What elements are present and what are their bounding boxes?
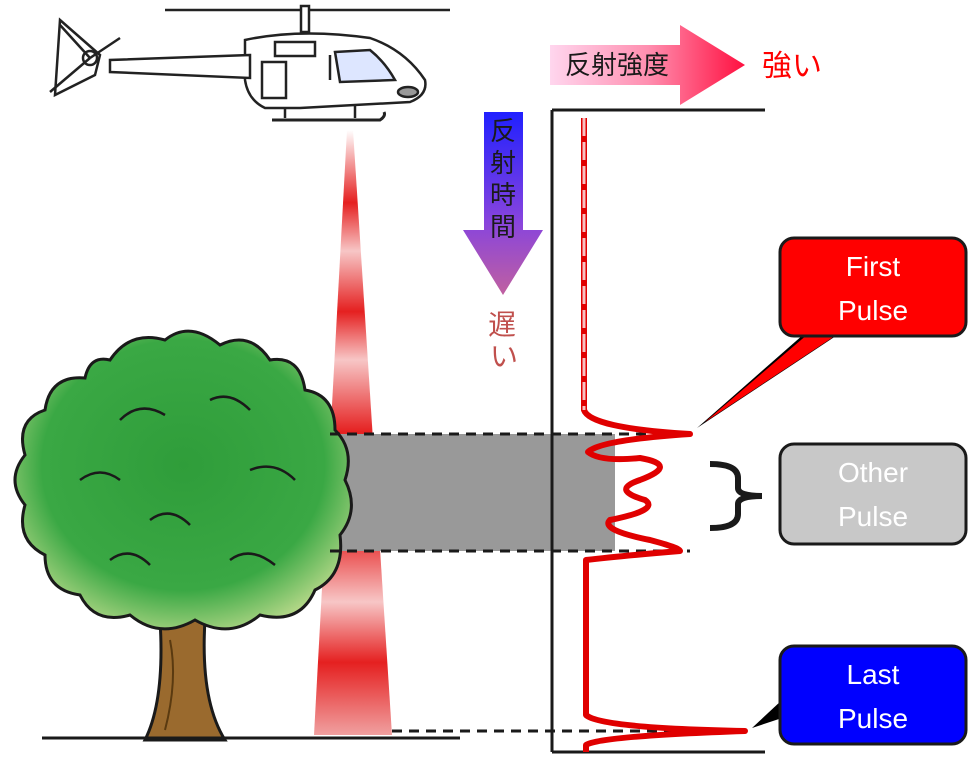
intensity-arrow: 反射強度 bbox=[550, 25, 745, 105]
late-char-2: い bbox=[490, 340, 518, 373]
strong-label: 強い bbox=[762, 49, 822, 84]
other-pulse-line2: Pulse bbox=[838, 501, 908, 532]
late-char-1: 遅 bbox=[488, 308, 516, 341]
last-pulse-line2: Pulse bbox=[838, 703, 908, 734]
helicopter-icon bbox=[49, 4, 450, 122]
time-char-4: 間 bbox=[490, 213, 516, 243]
return-waveform bbox=[581, 118, 748, 752]
time-char-1: 反 bbox=[490, 117, 516, 147]
time-arrow: 反 射 時 間 bbox=[463, 112, 543, 295]
canopy-return-band bbox=[335, 434, 615, 551]
first-pulse-line1: First bbox=[846, 251, 901, 282]
time-char-3: 時 bbox=[490, 181, 516, 211]
other-pulse-line1: Other bbox=[838, 457, 908, 488]
other-pulse-callout: Other Pulse bbox=[778, 442, 968, 546]
first-pulse-line2: Pulse bbox=[838, 295, 908, 326]
time-char-2: 射 bbox=[490, 149, 516, 179]
last-pulse-callout: Last Pulse bbox=[752, 644, 968, 746]
first-pulse-callout: First Pulse bbox=[697, 236, 968, 428]
last-pulse-line1: Last bbox=[847, 659, 900, 690]
other-pulse-brace bbox=[709, 461, 763, 531]
intensity-label: 反射強度 bbox=[565, 51, 669, 81]
tree-icon bbox=[13, 329, 353, 742]
